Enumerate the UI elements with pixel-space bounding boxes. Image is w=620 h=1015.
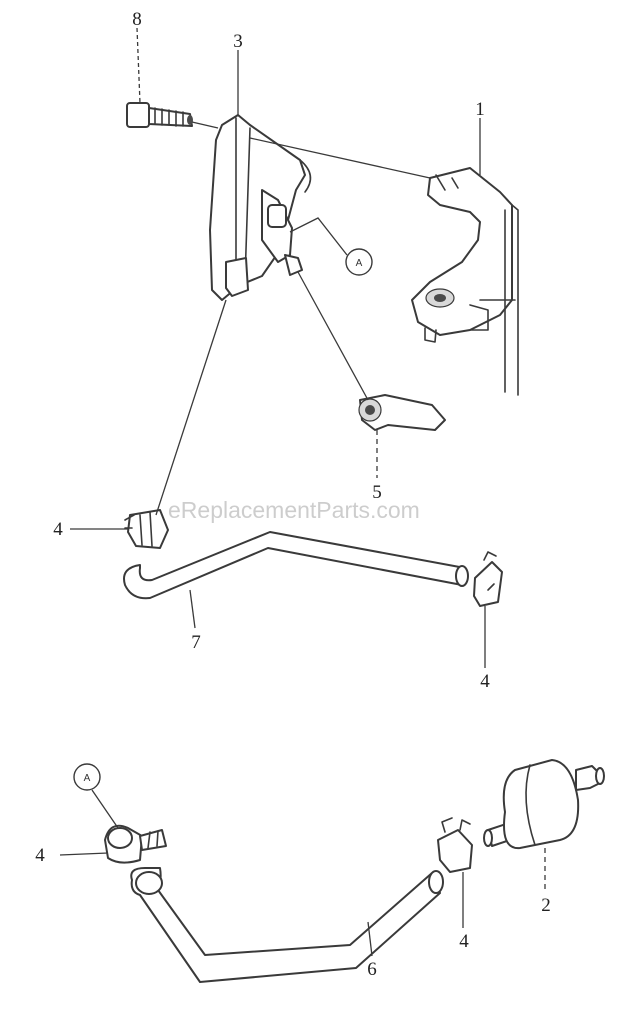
callout-2: 2 [541,895,551,916]
hose-part-7 [123,531,469,600]
callout-4-mid-lower: 4 [459,931,469,952]
reference-marker-a-upper-label: A [356,258,363,269]
screw-part-8 [126,102,193,128]
reference-marker-a-lower-label: A [84,773,91,784]
fuel-filter-part-2 [483,759,605,850]
callout-8: 8 [132,9,142,30]
callout-4-left-lower: 4 [35,845,45,866]
clamp-part-4-lower-middle [437,817,473,873]
reference-marker-a-lower [73,763,101,791]
clamp-part-4-upper-left [124,509,169,549]
fuel-pump-part-3 [209,114,312,301]
reference-marker-a-upper [345,248,373,276]
callout-4-right-upper: 4 [480,671,490,692]
callout-1: 1 [475,99,485,120]
callout-5: 5 [372,482,382,503]
bracket-part-1 [411,167,519,396]
callout-3: 3 [233,31,243,52]
callout-7: 7 [191,632,201,653]
elbow-fitting-part-5 [358,394,446,431]
watermark: eReplacementParts.com [168,497,420,523]
clamp-part-4-lower-left [104,824,167,864]
clamp-part-4-upper-right [473,551,503,607]
callout-6: 6 [367,959,377,980]
lower-leader-lines [59,789,546,957]
upper-leader-lines [70,27,486,668]
hose-part-6 [130,867,444,983]
callout-4-left-upper: 4 [53,519,63,540]
